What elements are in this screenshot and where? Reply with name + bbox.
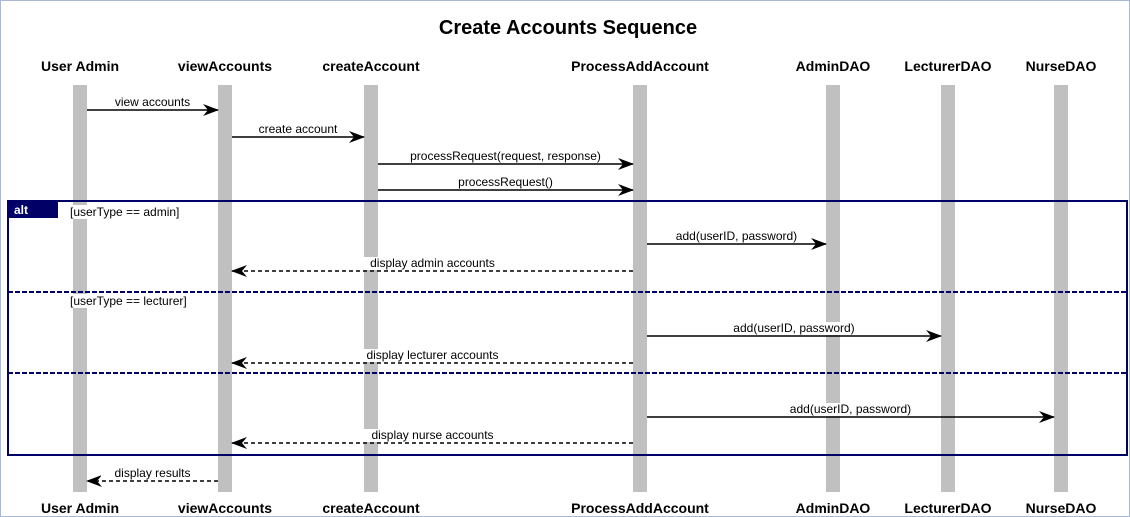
lifeline-admin-dao — [826, 85, 840, 492]
lifeline-create-account — [364, 85, 378, 492]
message-label-9: add(userID, password) — [790, 402, 911, 416]
message-label-1: view accounts — [115, 95, 190, 109]
message-label-background-7 — [722, 322, 866, 335]
participant-bottom-user-admin: User Admin — [41, 500, 119, 516]
message-label-background-5 — [665, 230, 808, 243]
message-label-4: processRequest() — [458, 175, 553, 189]
guard-condition-1: [userType == admin] — [70, 205, 179, 219]
message-label-background-8 — [348, 349, 517, 362]
participant-bottom-process-add-account: ProcessAddAccount — [571, 500, 709, 516]
lifeline-user-admin — [73, 85, 87, 492]
message-label-background-1 — [107, 96, 198, 109]
message-label-5: add(userID, password) — [676, 229, 797, 243]
participant-top-create-account: createAccount — [322, 58, 420, 74]
message-label-background-11 — [101, 467, 204, 480]
message-label-background-10 — [357, 429, 508, 442]
participant-bottom-create-account: createAccount — [322, 500, 420, 516]
participant-top-view-accounts: viewAccounts — [178, 58, 272, 74]
participant-top-nurse-dao: NurseDAO — [1026, 58, 1097, 74]
participant-bottom-admin-dao: AdminDAO — [796, 500, 871, 516]
alt-operator-label: alt — [14, 203, 28, 217]
message-label-background-2 — [249, 123, 347, 136]
lifeline-lecturer-dao — [941, 85, 955, 492]
participant-top-admin-dao: AdminDAO — [796, 58, 871, 74]
message-label-7: add(userID, password) — [733, 321, 854, 335]
message-label-6: display admin accounts — [370, 256, 495, 270]
message-label-10: display nurse accounts — [371, 428, 493, 442]
alt-fragment-box — [7, 200, 1128, 456]
message-label-background-9 — [779, 403, 922, 416]
message-label-3: processRequest(request, response) — [410, 149, 601, 163]
participant-top-user-admin: User Admin — [41, 58, 119, 74]
message-label-background-3 — [394, 150, 617, 163]
guard-background-1 — [68, 205, 196, 219]
message-label-8: display lecturer accounts — [366, 348, 498, 362]
message-label-2: create account — [259, 122, 338, 136]
participant-bottom-nurse-dao: NurseDAO — [1026, 500, 1097, 516]
alt-fragment-tab — [8, 201, 58, 218]
diagram-title: Create Accounts Sequence — [439, 17, 697, 39]
guard-condition-2: [userType == lecturer] — [70, 294, 187, 308]
guard-background-2 — [68, 294, 215, 308]
lifeline-nurse-dao — [1054, 85, 1068, 492]
participant-top-process-add-account: ProcessAddAccount — [571, 58, 709, 74]
lifeline-view-accounts — [218, 85, 232, 492]
message-label-background-4 — [450, 176, 561, 189]
message-label-11: display results — [114, 466, 190, 480]
message-label-background-6 — [357, 257, 508, 270]
participant-bottom-lecturer-dao: LecturerDAO — [904, 500, 991, 516]
participant-bottom-view-accounts: viewAccounts — [178, 500, 272, 516]
participant-top-lecturer-dao: LecturerDAO — [904, 58, 991, 74]
lifeline-process-add-account — [633, 85, 647, 492]
